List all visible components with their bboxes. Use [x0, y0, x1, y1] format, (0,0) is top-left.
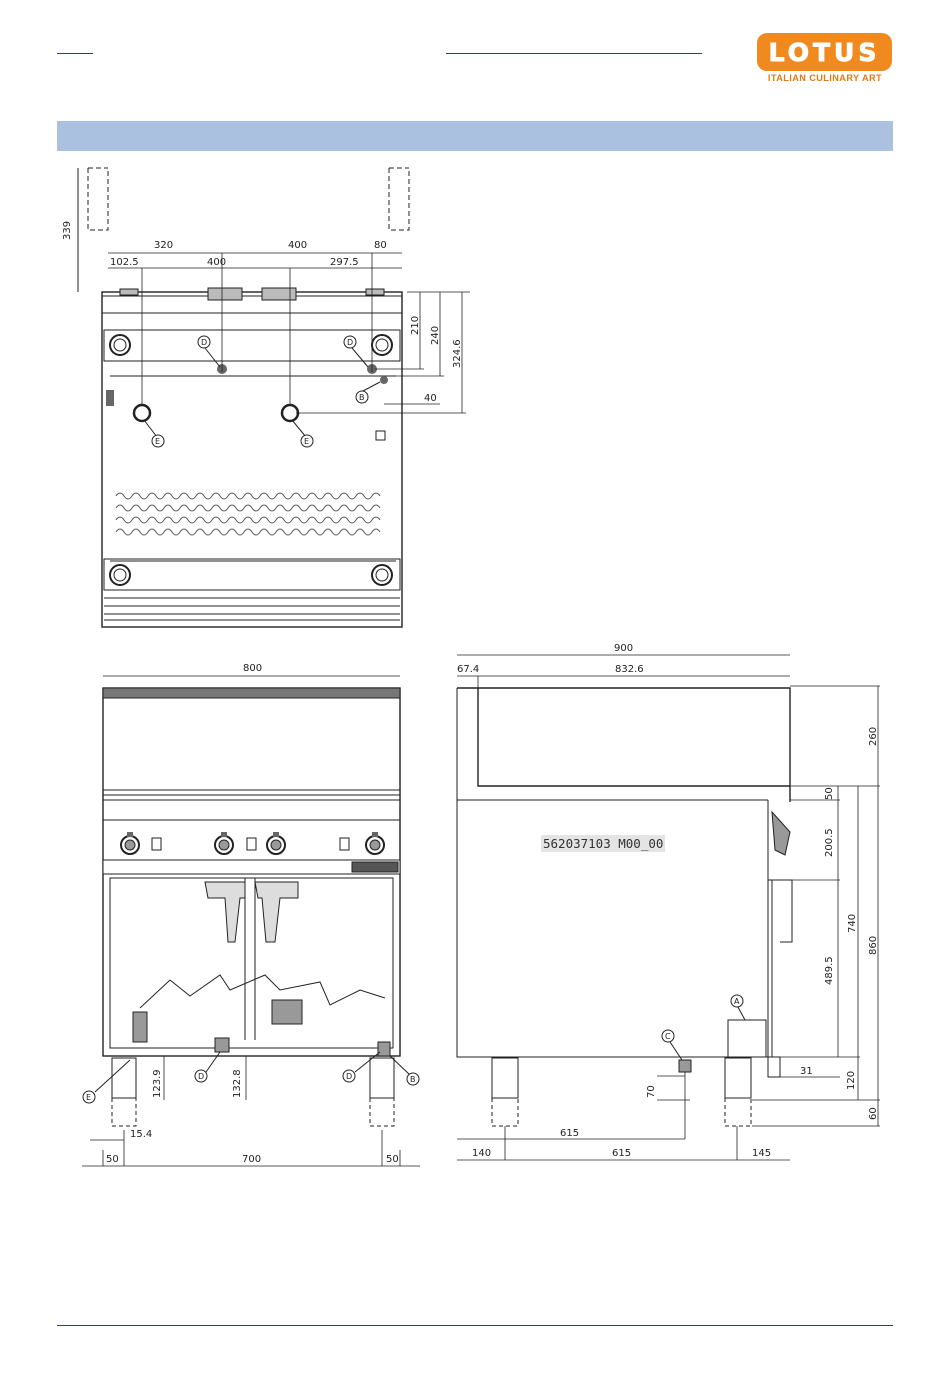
- callout-d: D: [347, 338, 353, 347]
- dim-50-right: 50: [386, 1154, 399, 1165]
- dim-800: 800: [243, 663, 262, 674]
- callout-c: C: [665, 1032, 671, 1041]
- product-code: 562037103 M00_00: [541, 835, 665, 852]
- side-view-dimensions: [457, 655, 880, 1160]
- callout-b: B: [359, 393, 365, 402]
- dim-210: 210: [410, 316, 421, 335]
- front-view-dimension-labels: 800 123.9 132.8 15.4 50 700 50: [106, 663, 399, 1165]
- top-view-callouts: [144, 336, 380, 447]
- dim-120: 120: [846, 1071, 857, 1090]
- dim-240: 240: [430, 326, 441, 345]
- dim-615-lower: 615: [612, 1148, 631, 1159]
- dim-102-5: 102.5: [110, 257, 139, 268]
- dim-860: 860: [868, 936, 879, 955]
- dim-70: 70: [646, 1085, 657, 1098]
- callout-e: E: [86, 1093, 91, 1102]
- side-view: [457, 688, 792, 1126]
- front-view: [103, 688, 400, 1126]
- dim-67-4: 67.4: [457, 664, 479, 675]
- callout-b: B: [410, 1075, 416, 1084]
- callout-d: D: [198, 1072, 204, 1081]
- dim-320: 320: [154, 240, 173, 251]
- dim-400: 400: [288, 240, 307, 251]
- top-view-vents: [116, 493, 380, 535]
- dim-489-5: 489.5: [824, 956, 835, 985]
- dim-297-5: 297.5: [330, 257, 359, 268]
- dim-40: 40: [424, 393, 437, 404]
- dim-140: 140: [472, 1148, 491, 1159]
- dim-200-5: 200.5: [824, 828, 835, 857]
- dim-832-6: 832.6: [615, 664, 644, 675]
- dim-339: 339: [62, 221, 73, 240]
- side-view-dimension-labels: 900 67.4 832.6 260 50 200.5 740 860 489.…: [457, 643, 879, 1159]
- dim-15-4: 15.4: [130, 1129, 152, 1140]
- callout-d: D: [201, 338, 207, 347]
- dim-700: 700: [242, 1154, 261, 1165]
- dim-615-upper: 615: [560, 1128, 579, 1139]
- dim-50: 50: [824, 787, 835, 800]
- dim-740: 740: [847, 914, 858, 933]
- callout-a: A: [734, 997, 740, 1006]
- dim-123-9: 123.9: [152, 1069, 163, 1098]
- dim-31: 31: [800, 1066, 813, 1077]
- dim-60: 60: [868, 1107, 879, 1120]
- dim-50-left: 50: [106, 1154, 119, 1165]
- callout-d: D: [346, 1072, 352, 1081]
- dim-400b: 400: [207, 257, 226, 268]
- dim-145: 145: [752, 1148, 771, 1159]
- dim-80: 80: [374, 240, 387, 251]
- dim-132-8: 132.8: [232, 1069, 243, 1098]
- callout-e: E: [304, 437, 309, 446]
- top-view-holes: [106, 335, 392, 585]
- top-view-callout-letters: D D B E E: [155, 338, 365, 446]
- dim-900: 900: [614, 643, 633, 654]
- dim-324-6: 324.6: [452, 339, 463, 368]
- dim-260: 260: [868, 727, 879, 746]
- callout-e: E: [155, 437, 160, 446]
- top-view-dimension-labels: 339 320 400 80 102.5 400 297.5 210 240 3…: [62, 221, 463, 404]
